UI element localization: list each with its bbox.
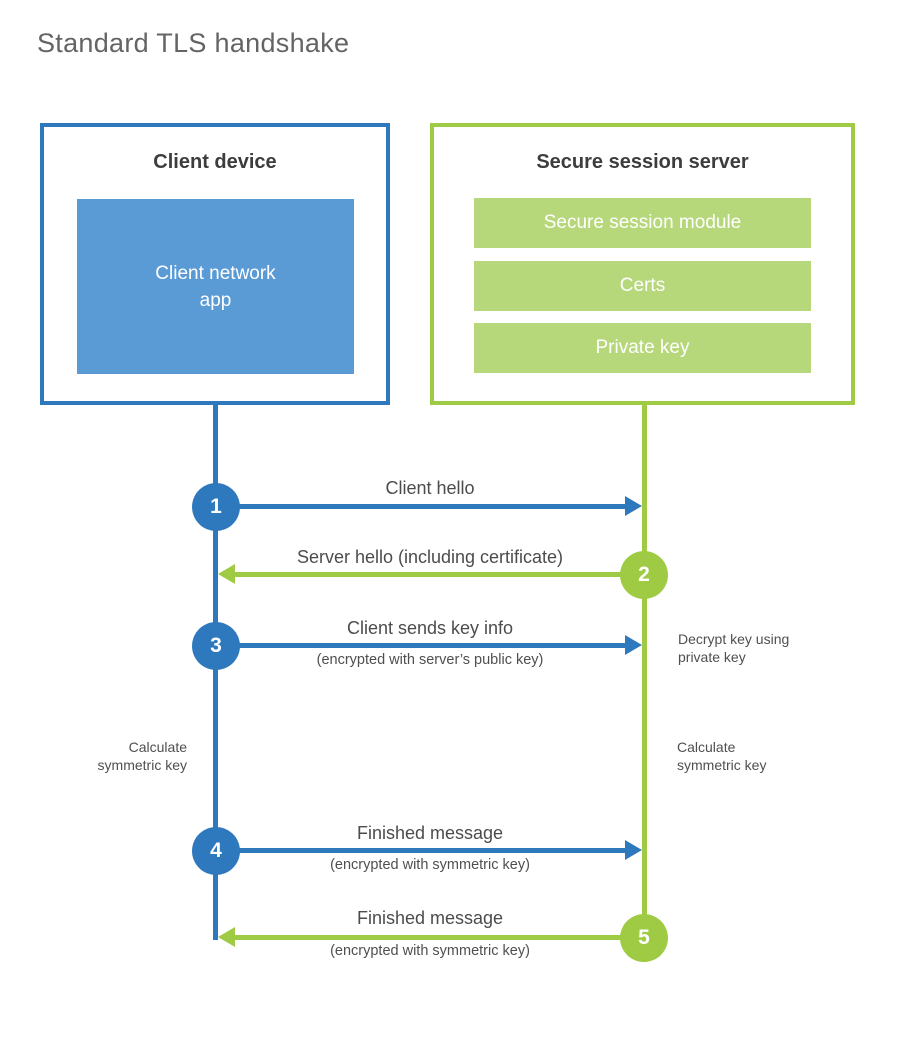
message-label-key-info: Client sends key info: [346, 618, 514, 638]
step-circle-2: 2: [620, 551, 668, 599]
arrowhead-finished-client: [625, 840, 642, 860]
message-label-server-hello: Server hello (including certificate): [296, 547, 564, 567]
arrow-server-hello: [234, 572, 644, 577]
arrow-finished-server: [234, 935, 644, 940]
message-sublabel-finished-client: (encrypted with symmetric key): [330, 857, 530, 873]
message-sublabel-finished-server: (encrypted with symmetric key): [330, 943, 530, 959]
server-module-certs: Certs: [474, 261, 811, 311]
arrowhead-key-info: [625, 635, 642, 655]
client-network-app-box: Client network app: [77, 199, 354, 374]
note-calculate-symmetric-key-client: Calculate symmetric key: [97, 739, 187, 773]
arrow-key-info: [216, 643, 626, 648]
message-label-finished-client: Finished message: [356, 823, 504, 843]
server-module-private-key: Private key: [474, 323, 811, 373]
client-app-label-line2: app: [199, 289, 232, 311]
client-device-box: Client device Client network app: [40, 123, 390, 405]
arrowhead-client-hello: [625, 496, 642, 516]
message-sublabel-key-info: (encrypted with server’s public key): [316, 652, 544, 668]
diagram-title: Standard TLS handshake: [37, 28, 350, 58]
note-calculate-symmetric-key-server: Calculate symmetric key: [677, 739, 767, 773]
server-module-secure-session: Secure session module: [474, 198, 811, 248]
server-lifeline: [642, 405, 647, 962]
message-label-finished-server: Finished message: [356, 908, 504, 928]
arrow-client-hello: [216, 504, 626, 509]
secure-session-server-box: Secure session server Secure session mod…: [430, 123, 855, 405]
step-circle-4: 4: [192, 827, 240, 875]
client-lifeline: [213, 405, 218, 940]
client-device-title: Client device: [153, 151, 277, 173]
arrow-finished-client: [216, 848, 626, 853]
step-circle-1: 1: [192, 483, 240, 531]
arrowhead-finished-server: [218, 927, 235, 947]
client-app-label-line1: Client network: [155, 262, 276, 284]
arrowhead-server-hello: [218, 564, 235, 584]
message-label-client-hello: Client hello: [385, 478, 475, 498]
step-circle-3: 3: [192, 622, 240, 670]
note-decrypt-key: Decrypt key using private key: [678, 631, 790, 665]
step-circle-5: 5: [620, 914, 668, 962]
server-title: Secure session server: [536, 151, 749, 173]
